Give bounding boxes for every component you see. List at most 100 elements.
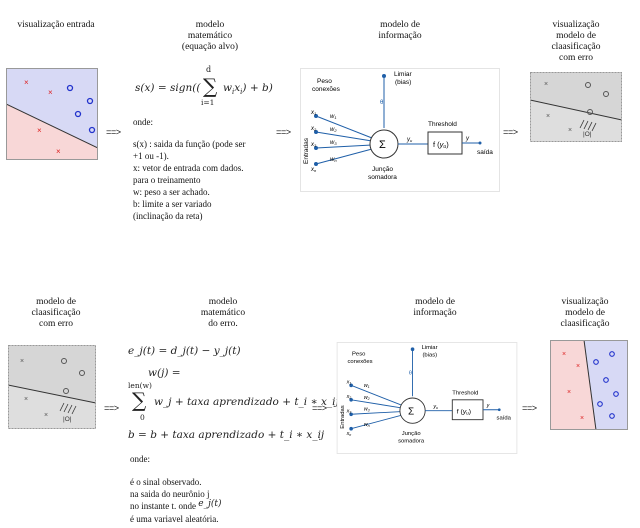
viz-class-label: visualização modelo de claasificação (560, 297, 610, 329)
yu-label: yu (432, 404, 438, 410)
blue-o-point (593, 359, 599, 365)
decision-line (583, 340, 597, 430)
gray-o-point (587, 109, 593, 115)
red-x-point: × (37, 126, 42, 135)
yu-label: yu (406, 137, 413, 143)
summing-junction (399, 397, 426, 424)
viz-class-error-label: visualização modelo de claasificação com… (551, 20, 601, 63)
error-equation: e_j(t) = d_j(t) − y_j(t) (128, 345, 241, 357)
theta-symbol: θ (380, 100, 384, 106)
saida-label: saída (477, 149, 493, 156)
decision-line (6, 103, 98, 149)
juncao-label: Junção (372, 166, 393, 173)
weight-w2: w2 (364, 395, 370, 401)
input-x3: x3 (310, 142, 317, 148)
input-xn: xn (346, 431, 352, 437)
weight-w2: w2 (330, 127, 337, 133)
gray-x-point: × (544, 81, 548, 88)
weight-wn: wn (330, 157, 337, 163)
somadora-label: somadora (368, 174, 397, 181)
flow-arrow: ==> (312, 404, 327, 414)
activation-function: f (yu) (433, 140, 449, 150)
gray-o-point (603, 91, 609, 97)
error-point-marker: |O| (63, 416, 72, 423)
input-scatter-plot: × × × × (6, 68, 98, 160)
red-x-point: × (24, 78, 29, 87)
input-x1: x1 (346, 380, 352, 386)
blue-o-point (66, 84, 74, 92)
gray-x-point: × (24, 396, 28, 403)
math-model-label: modelo matemático (equação alvo) (181, 20, 239, 52)
blue-o-point (74, 110, 82, 118)
bias-label: (bias) (395, 79, 411, 86)
info-model-label: modelo de informação (378, 20, 422, 41)
weight-wn: wn (364, 422, 370, 428)
math-error-label: modelo matemático do erro. (200, 297, 246, 329)
somadora-label: somadora (398, 438, 425, 444)
threshold-label: Threshold (428, 121, 457, 128)
flow-arrow: ==> (522, 404, 537, 414)
target-description: s(x) : saida da função (pode ser +1 ou -… (133, 139, 246, 221)
red-region (550, 340, 596, 430)
red-x-point: × (562, 351, 566, 358)
flow-arrow: ==> (106, 128, 121, 138)
entradas-label: Entradas (303, 137, 310, 164)
blue-o-point (613, 391, 619, 397)
input-xn: xn (310, 167, 317, 173)
neuron-diagram: Peso conexões Limiar (bias) θ x1 x2 x3 x… (336, 342, 518, 454)
info-model-label: modelo de informação (413, 297, 457, 318)
target-equation: s(x) = sign(( d ∑ i=1 wixi) + b) (135, 65, 273, 107)
final-scatter-plot: × × × × (550, 340, 628, 430)
sigma-symbol: Σ (379, 139, 386, 151)
gray-x-point: × (568, 127, 572, 134)
flow-arrow: ==> (503, 128, 518, 138)
weight-w1: w1 (364, 383, 370, 389)
gray-o-point (63, 388, 69, 394)
input-x2: x2 (310, 126, 317, 132)
input-x1: x1 (310, 110, 316, 116)
peso-label: Peso (352, 352, 366, 358)
y-output: y (486, 403, 490, 409)
blue-o-point (609, 351, 615, 357)
gray-x-point: × (44, 412, 48, 419)
weight-w1: w1 (330, 114, 337, 120)
bias-label: (bias) (422, 352, 437, 358)
gray-x-point: × (20, 358, 24, 365)
red-x-point: × (48, 88, 53, 97)
error-point-marker: |O| (583, 131, 592, 138)
weight-w3: w3 (364, 407, 370, 413)
where-label: onde: (130, 454, 150, 464)
blue-o-point (609, 413, 615, 419)
error-description: é o sinal observado. na saida do neurôni… (130, 477, 222, 524)
blue-o-point (88, 126, 96, 134)
red-region (6, 104, 98, 160)
limiar-label: Limiar (422, 345, 438, 351)
red-x-point: × (56, 147, 61, 156)
viz-input-label: visualização entrada (17, 20, 95, 30)
limiar-label: Limiar (394, 71, 413, 78)
decision-line (8, 384, 96, 404)
conexoes-label: conexões (348, 359, 373, 365)
neuron-diagram: Peso conexões Limiar (bias) θ x1 x2 x3 x… (300, 68, 500, 192)
input-x3: x3 (346, 408, 352, 414)
theta-symbol: θ (409, 371, 412, 377)
blue-o-point (86, 97, 94, 105)
blue-o-point (597, 401, 603, 407)
blue-region (584, 340, 628, 430)
juncao-label: Junção (402, 431, 422, 437)
gray-o-point (61, 358, 67, 364)
blue-o-point (603, 377, 609, 383)
flow-arrow: ==> (104, 404, 119, 414)
weight-update-equation: len(w) ∑ 0 w_j + taxa aprendizado + t_i … (128, 381, 339, 422)
activation-function: f (yu) (457, 408, 471, 415)
weight-w3: w3 (330, 140, 337, 146)
flow-arrow: ==> (276, 128, 291, 138)
blue-region (6, 68, 98, 148)
input-x2: x2 (346, 394, 352, 400)
decision-line (530, 99, 622, 121)
error-scatter-plot: × × × |O| (530, 72, 622, 142)
error-scatter-plot: × × × |O| (8, 345, 96, 429)
red-x-point: × (580, 415, 584, 422)
entradas-label: Entradas (340, 405, 346, 429)
